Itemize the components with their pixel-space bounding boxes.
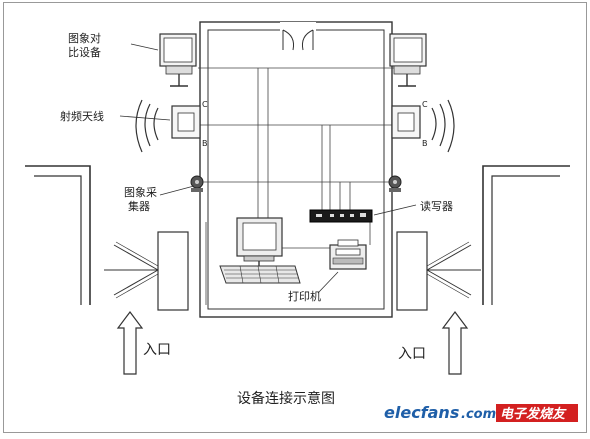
watermark-cn: 电子发烧友 [500,406,567,422]
reader-icon [309,209,373,223]
right-antenna-icon [391,99,455,153]
right-wall [482,165,570,305]
label-reader: 读写器 [420,199,453,213]
label-monitor-line2: 比设备 [68,45,101,59]
left-antenna-icon [135,99,201,153]
antenna-mark-left-c: C [202,100,208,109]
left-monitor-icon [159,33,197,87]
antenna-mark-right-b: B [422,139,428,148]
diagram-caption: 设备连接示意图 [237,390,335,407]
watermark-tld: .com [461,407,496,422]
watermark-brand: elecfans [384,403,459,422]
left-wall [25,165,91,305]
label-entrance-right: 入口 [398,346,426,362]
computer-icon [236,217,283,266]
antenna-mark-left-b: B [202,139,208,148]
watermark: elecfans .com 电子发烧友 [384,403,578,422]
left-camera-icon [190,175,204,192]
image-frame [3,2,587,433]
door-right-leaf [302,29,314,51]
left-entrance-arrow-icon [116,311,144,375]
keyboard-icon [219,265,301,284]
printer-icon [329,239,367,270]
right-monitor-icon [389,33,427,87]
right-turnstile-icon [396,231,481,311]
right-wall-inner [491,175,560,305]
watermark-cn-bg [496,404,578,422]
label-camera-line2: 集器 [128,199,150,213]
leader-lines [119,43,417,294]
left-wall-inner [34,175,82,305]
label-antenna: 射频天线 [60,109,104,123]
right-entrance-arrow-icon [441,311,469,375]
door-left-leaf [282,29,294,51]
label-printer: 打印机 [288,289,321,303]
label-camera-line1: 图象采 [124,186,157,199]
antenna-mark-right-c: C [422,100,428,109]
right-camera-icon [388,175,402,192]
label-monitor-line1: 图象对 [68,31,101,45]
label-entrance-left: 入口 [143,342,171,358]
left-turnstile-icon [104,231,189,311]
